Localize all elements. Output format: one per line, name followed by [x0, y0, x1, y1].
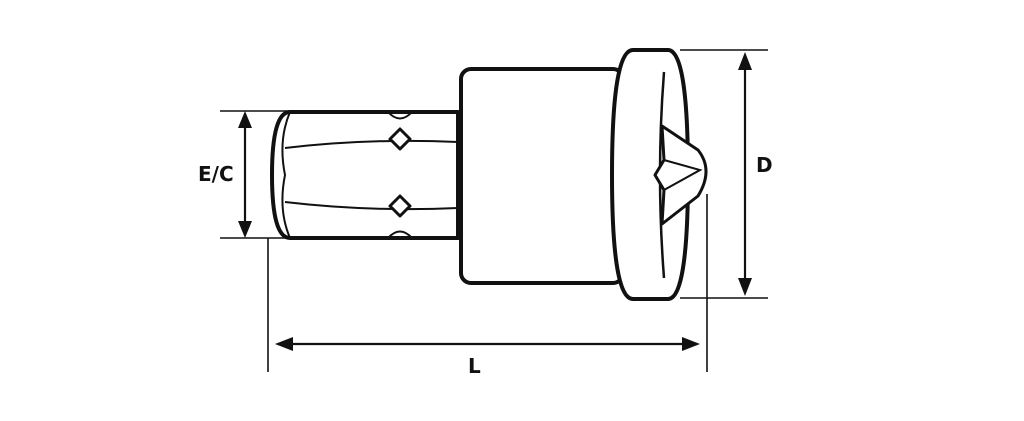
shank-end-chamfer: [281, 111, 291, 239]
hex-facet-edge-bottom: [284, 201, 459, 211]
l-arrowhead-right: [682, 337, 700, 351]
hex-size-dimension: E/C: [198, 110, 290, 239]
l-dimension-label: L: [468, 354, 481, 378]
length-dimension: L: [267, 194, 708, 378]
hex-shank: [270, 110, 460, 240]
collar-outer-ring: [610, 48, 690, 301]
phillips-tip: [653, 124, 708, 226]
phillips-tip-outline: [653, 124, 708, 226]
ball-groove-upper: [387, 111, 413, 120]
ec-arrowhead-bottom: [238, 221, 252, 238]
ec-arrowhead-top: [238, 111, 252, 128]
l-arrowhead-left: [275, 337, 293, 351]
ball-groove-lower: [387, 230, 413, 239]
groove-diamond-marker-lower: [388, 194, 412, 218]
hex-shank-outline: [270, 110, 460, 240]
groove-diamond-marker-upper: [388, 127, 412, 151]
ec-dimension-label: E/C: [198, 162, 234, 186]
d-arrowhead-bottom: [738, 278, 752, 296]
d-arrowhead-top: [738, 52, 752, 70]
diameter-dimension: D: [680, 49, 773, 299]
d-dimension-label: D: [756, 153, 773, 177]
hex-facet-edge-top: [284, 139, 459, 149]
phillips-tip-flute: [663, 159, 703, 191]
bit-body-cylinder: [459, 67, 625, 285]
